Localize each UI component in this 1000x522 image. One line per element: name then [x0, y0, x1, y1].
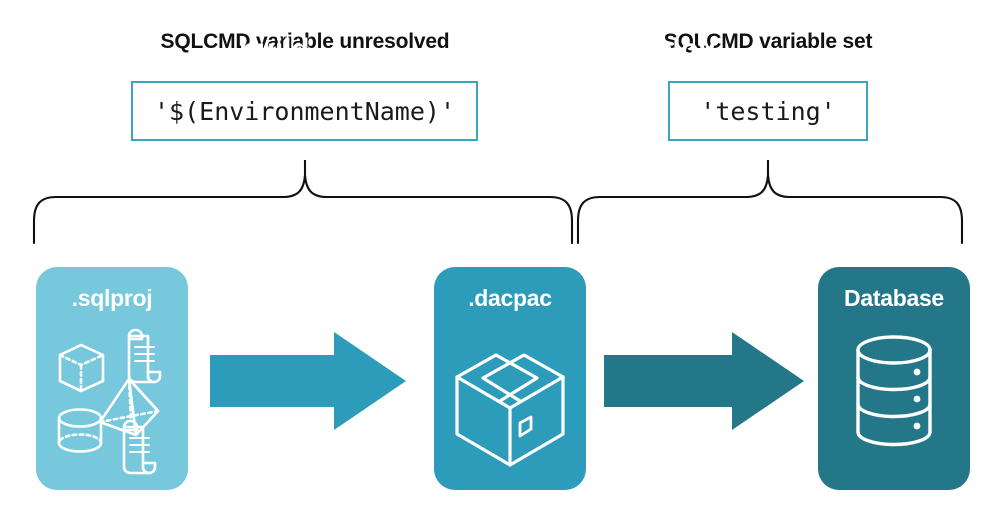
- status-dot-2: [913, 395, 921, 403]
- scroll-icon-bottom: [122, 419, 157, 475]
- scroll-icon-top: [127, 328, 162, 384]
- database-cylinder-icon: [856, 335, 932, 447]
- arrow-deploy-label: deploy: [620, 33, 715, 66]
- section-heading-left: SQLCMD variable unresolved: [160, 30, 450, 53]
- code-value-box-right: 'testing': [668, 81, 868, 141]
- wireframe-shapes-and-scrolls-icon: [57, 328, 162, 475]
- arrow-build: [210, 332, 406, 430]
- stage-database-label: Database: [844, 285, 944, 311]
- pyramid-icon: [98, 377, 160, 437]
- status-dot-3: [913, 422, 921, 430]
- arrow-build-shape: [210, 332, 406, 430]
- package-box-icon: [455, 353, 565, 467]
- stage-sqlproj: .sqlproj: [36, 267, 188, 490]
- status-dot-1: [913, 368, 921, 376]
- arrow-deploy: [604, 332, 804, 430]
- cylinder-icon: [57, 408, 103, 453]
- cube-icon: [58, 343, 105, 393]
- code-value-box-left: '$(EnvironmentName)': [131, 81, 478, 141]
- section-heading-right: SQLCMD variable set: [663, 30, 873, 53]
- stage-sqlproj-label: .sqlproj: [71, 285, 153, 311]
- brace-group: [32, 160, 964, 245]
- stage-dacpac: .dacpac: [434, 267, 586, 490]
- curly-brace-right: [576, 160, 964, 245]
- curly-brace-left: [32, 160, 574, 245]
- arrow-build-label: build: [239, 33, 310, 66]
- stage-database: Database: [818, 267, 970, 490]
- arrow-deploy-shape: [604, 332, 804, 430]
- stage-dacpac-label: .dacpac: [468, 285, 552, 311]
